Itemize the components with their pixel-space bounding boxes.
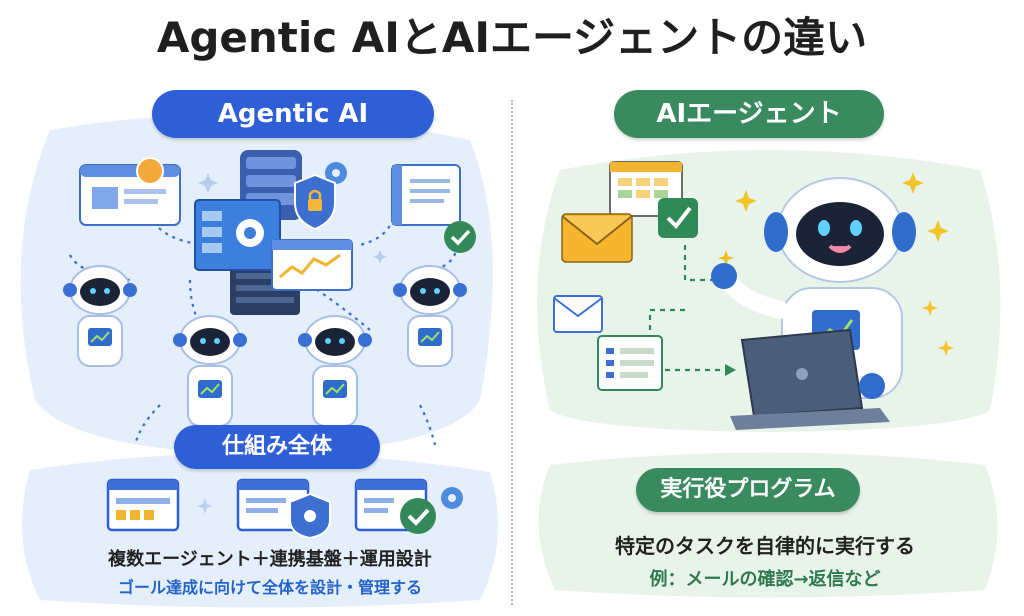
left-section-pill: 仕組み全体 [174, 425, 380, 469]
profile-card-icon [79, 157, 181, 226]
shield-lock-icon [289, 492, 331, 538]
right-header-label: AIエージェント [656, 99, 842, 129]
left-header-label: Agentic AI [217, 99, 369, 129]
document-icon [391, 164, 461, 226]
page-title: Agentic AIとAIエージェントの違い [156, 13, 868, 62]
sparkle-icon [198, 173, 387, 264]
right-caption-main: 特定のタスクを自律的に実行する [615, 534, 915, 558]
chart-window-icon [271, 239, 353, 291]
envelope-icon [553, 295, 603, 333]
left-bottom-icons [106, 478, 463, 538]
robot-icon [173, 315, 247, 427]
dashboard-window-icon [106, 478, 180, 532]
agentic-ai-illustration [63, 150, 476, 445]
right-section-label: 実行役プログラム [660, 477, 836, 502]
left-caption-main: 複数エージェント＋連携基盤＋運用設計 [108, 549, 432, 570]
left-caption-sub: ゴール達成に向けて全体を設計・管理する [117, 578, 422, 597]
gear-icon [325, 162, 347, 184]
arrow-head-icon [725, 364, 736, 376]
right-header-pill: AIエージェント [614, 90, 884, 138]
left-header-pill: Agentic AI [152, 90, 434, 138]
checkmark-icon [400, 498, 436, 534]
robot-icon [63, 265, 137, 367]
center-divider [511, 100, 513, 605]
checkmark-icon [658, 198, 698, 238]
shield-lock-icon [294, 173, 336, 231]
laptop-icon [730, 328, 890, 430]
dashboard-window-icon [194, 199, 281, 271]
robot-icon [298, 315, 372, 427]
envelope-icon [561, 213, 633, 263]
flow-arrows [648, 245, 725, 372]
checkmark-icon [444, 221, 476, 253]
left-section-label: 仕組み全体 [221, 434, 332, 459]
robot-icon [393, 265, 467, 367]
sparkle-icon [718, 172, 954, 356]
right-section-pill: 実行役プログラム [636, 468, 860, 512]
gear-icon [441, 487, 463, 509]
sparkle-icon [197, 498, 213, 514]
ai-agent-illustration [553, 161, 954, 430]
right-caption-sub: 例：メールの確認→返信など [649, 569, 881, 590]
document-icon [597, 335, 663, 391]
